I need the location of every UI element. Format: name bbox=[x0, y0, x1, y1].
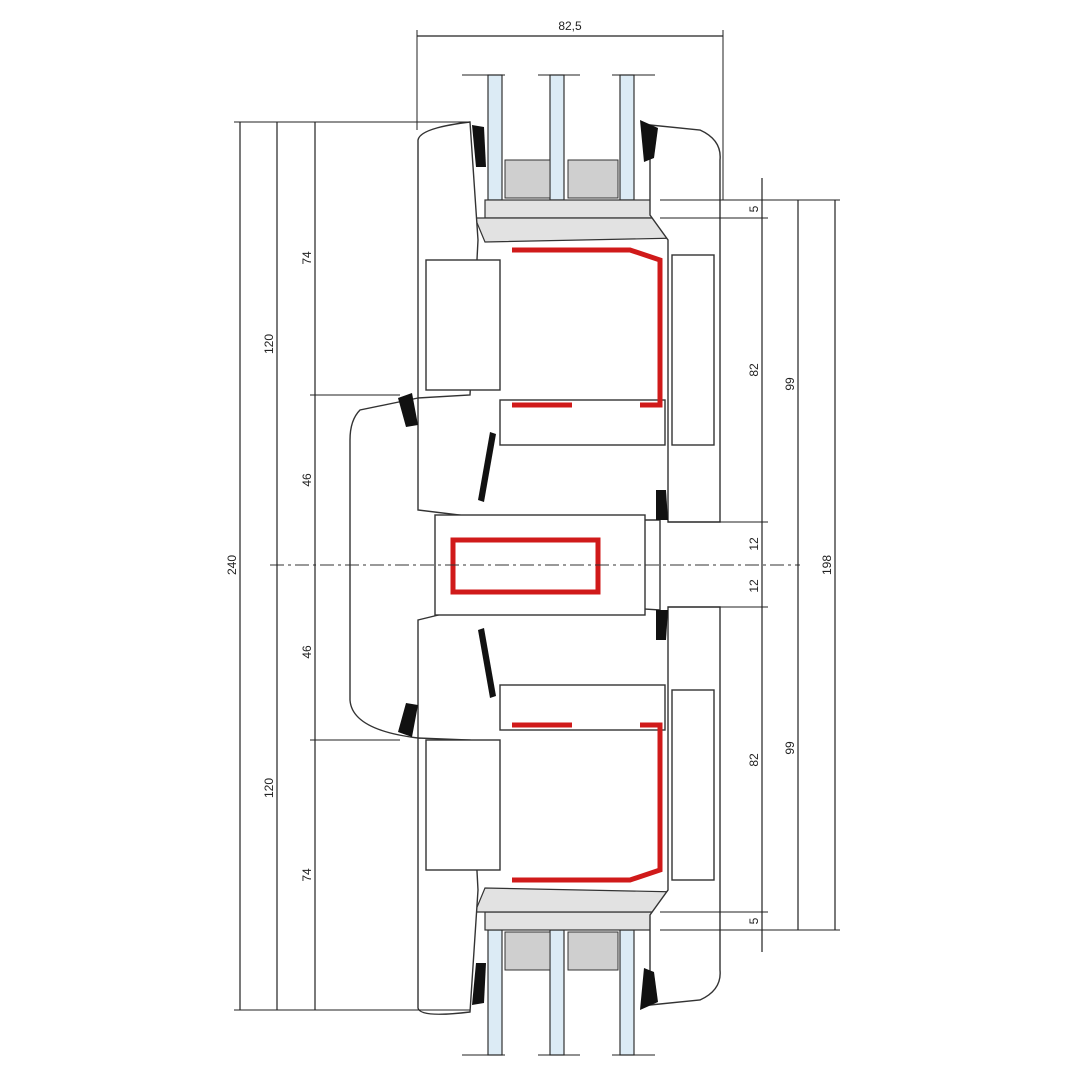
dim-right-lower-offset: 5 bbox=[747, 917, 761, 924]
glass-pane bbox=[549, 929, 565, 1056]
mullion-profile bbox=[349, 397, 666, 739]
dim-left-upper-sash: 46 bbox=[300, 473, 314, 487]
dim-top-width: 82,5 bbox=[558, 19, 582, 33]
dim-right-overall: 198 bbox=[820, 555, 834, 575]
frame-profiles bbox=[417, 121, 721, 1015]
dimension-labels: 82,5 240 120 120 74 46 46 74 5 82 12 12 … bbox=[225, 19, 834, 924]
dim-right-upper-total: 99 bbox=[783, 377, 797, 391]
dim-left-overall: 240 bbox=[225, 555, 239, 575]
glass-pane bbox=[487, 74, 503, 201]
dim-left-lower-frame: 74 bbox=[300, 868, 314, 882]
gaskets bbox=[398, 120, 668, 1010]
dim-right-upper-sash: 82 bbox=[747, 363, 761, 377]
glazing-beads bbox=[474, 199, 686, 931]
dimension-lines bbox=[239, 35, 836, 1010]
glass-pane bbox=[549, 74, 565, 201]
glass-pane bbox=[619, 74, 635, 201]
glass-spacers bbox=[504, 159, 619, 971]
dim-right-lower-total: 99 bbox=[783, 741, 797, 755]
dim-left-lower-sash: 46 bbox=[300, 645, 314, 659]
dim-right-upper-mullion: 12 bbox=[747, 537, 761, 551]
glass-pane bbox=[487, 929, 503, 1056]
glass-pane bbox=[619, 929, 635, 1056]
extension-lines bbox=[234, 30, 840, 1011]
dim-left-upper-half: 120 bbox=[262, 334, 276, 354]
dim-left-upper-frame: 74 bbox=[300, 251, 314, 265]
dim-right-lower-sash: 82 bbox=[747, 753, 761, 767]
dim-right-lower-mullion: 12 bbox=[747, 579, 761, 593]
dim-right-upper-offset: 5 bbox=[747, 205, 761, 212]
glass-panes bbox=[462, 74, 655, 1056]
steel-reinforcements bbox=[450, 247, 663, 883]
dim-left-lower-half: 120 bbox=[262, 778, 276, 798]
